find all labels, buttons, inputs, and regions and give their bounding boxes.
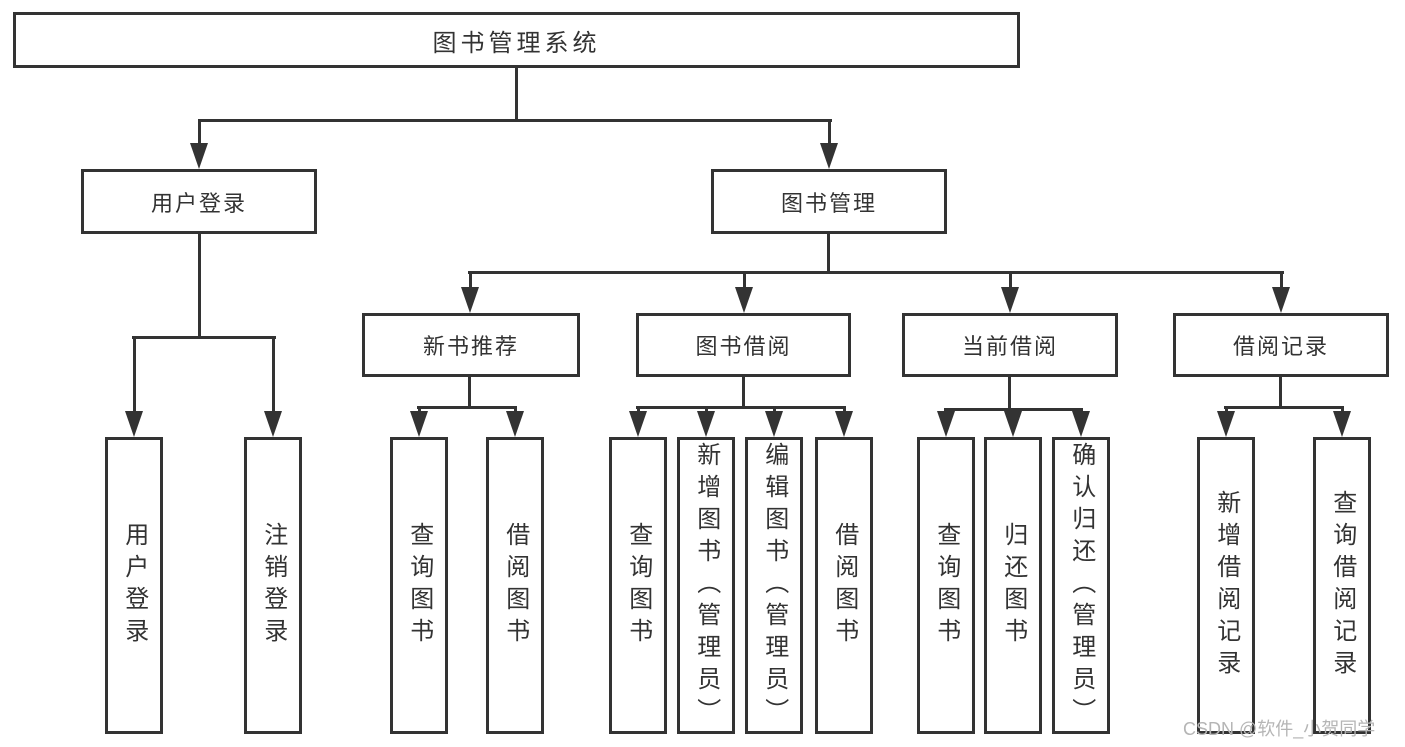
connector-book-management-hline: [468, 271, 1284, 274]
leaf-user-login: 用户登录: [105, 437, 163, 734]
down-arrow-icon: [1272, 287, 1290, 313]
connector-stem: [271, 339, 275, 413]
connector-root-hline: [198, 119, 832, 122]
node-root: 图书管理系统: [13, 12, 1020, 68]
leaf-query-book-current: 查询图书: [917, 437, 975, 734]
down-arrow-to-book-management: [820, 122, 838, 169]
down-arrow-to-leaf-logout: [264, 339, 282, 437]
down-arrow-icon: [1072, 411, 1090, 437]
connector-book-management-stem: [827, 234, 830, 271]
down-arrow-icon: [735, 287, 753, 313]
leaf-borrow-book-recommend: 借阅图书: [486, 437, 544, 734]
down-arrow-icon: [765, 411, 783, 437]
node-new-book-recommend: 新书推荐: [362, 313, 580, 377]
down-arrow-to-query-borrow-record: [1333, 409, 1351, 437]
leaf-label: 归还图书: [999, 521, 1027, 650]
leaf-label: 借阅图书: [830, 521, 858, 650]
leaf-return-book: 归还图书: [984, 437, 1042, 734]
down-arrow-icon: [125, 411, 143, 437]
down-arrow-to-borrowing-records: [1272, 274, 1290, 313]
leaf-edit-book-admin: 编辑图书（管理员）: [745, 437, 803, 734]
down-arrow-icon: [937, 411, 955, 437]
down-arrow-icon: [820, 143, 838, 169]
connector-stem: [197, 122, 201, 145]
connector-stem: [742, 274, 746, 289]
connector-user-login-stem: [198, 234, 201, 336]
leaf-logout: 注销登录: [244, 437, 302, 734]
leaf-borrow-book-borrowing: 借阅图书: [815, 437, 873, 734]
down-arrow-icon: [629, 411, 647, 437]
connector-book-borrowing-hline: [636, 406, 846, 409]
leaf-label: 查询图书: [624, 521, 652, 650]
connector-stem: [1279, 274, 1283, 289]
down-arrow-to-borrow-book-1: [506, 409, 524, 437]
connector-user-login-hline: [132, 336, 276, 339]
leaf-label: 新增图书（管理员）: [692, 441, 720, 730]
down-arrow-to-confirm-return: [1072, 411, 1090, 437]
leaf-label: 借阅图书: [501, 521, 529, 650]
connector-root-stem: [515, 68, 518, 119]
down-arrow-icon: [697, 411, 715, 437]
leaf-label: 查询借阅记录: [1328, 489, 1356, 682]
leaf-query-book-borrowing: 查询图书: [609, 437, 667, 734]
connector-new-book-hline: [417, 406, 517, 409]
down-arrow-to-current-borrowing: [1001, 274, 1019, 313]
node-user-login: 用户登录: [81, 169, 317, 234]
connector-book-borrowing-stem: [742, 377, 745, 406]
leaf-label: 查询图书: [405, 521, 433, 650]
leaf-confirm-return-admin: 确认归还（管理员）: [1052, 437, 1110, 734]
connector-stem: [827, 122, 831, 145]
leaf-label: 确认归还（管理员）: [1067, 441, 1095, 730]
leaf-add-book-admin: 新增图书（管理员）: [677, 437, 735, 734]
down-arrow-to-edit-book: [765, 409, 783, 437]
leaf-query-book-recommend: 查询图书: [390, 437, 448, 734]
watermark-text: CSDN @软件_小贺同学: [1183, 719, 1376, 739]
node-book-management: 图书管理: [711, 169, 947, 234]
down-arrow-icon: [835, 411, 853, 437]
down-arrow-icon: [461, 287, 479, 313]
node-book-borrowing: 图书借阅: [636, 313, 851, 377]
down-arrow-to-query-book-1: [410, 409, 428, 437]
down-arrow-to-query-book-2: [629, 409, 647, 437]
connector-current-borrowing-stem: [1008, 377, 1011, 408]
down-arrow-to-add-borrow-record: [1217, 409, 1235, 437]
connector-stem: [1008, 274, 1012, 289]
down-arrow-to-new-book-recommend: [461, 274, 479, 313]
down-arrow-to-book-borrowing: [735, 274, 753, 313]
leaf-label: 查询图书: [932, 521, 960, 650]
connector-new-book-stem: [468, 377, 471, 406]
down-arrow-icon: [1217, 411, 1235, 437]
down-arrow-to-add-book: [697, 409, 715, 437]
leaf-label: 编辑图书（管理员）: [760, 441, 788, 730]
connector-stem: [132, 339, 136, 413]
down-arrow-to-return-book: [1004, 411, 1022, 437]
node-current-borrowing: 当前借阅: [902, 313, 1118, 377]
down-arrow-icon: [264, 411, 282, 437]
down-arrow-icon: [506, 411, 524, 437]
connector-borrowing-records-stem: [1279, 377, 1282, 406]
leaf-label: 注销登录: [259, 521, 287, 650]
connector-borrowing-records-hline: [1224, 406, 1344, 409]
leaf-label: 新增借阅记录: [1212, 489, 1240, 682]
down-arrow-to-query-book-3: [937, 411, 955, 437]
leaf-query-borrow-record: 查询借阅记录: [1313, 437, 1371, 734]
leaf-add-borrow-record: 新增借阅记录: [1197, 437, 1255, 734]
leaf-label: 用户登录: [120, 521, 148, 650]
down-arrow-to-borrow-book-2: [835, 409, 853, 437]
down-arrow-icon: [1004, 411, 1022, 437]
down-arrow-icon: [190, 143, 208, 169]
down-arrow-icon: [410, 411, 428, 437]
connector-stem: [468, 274, 472, 289]
down-arrow-to-user-login: [190, 122, 208, 169]
node-borrowing-records: 借阅记录: [1173, 313, 1389, 377]
connector-current-borrowing-hline: [944, 408, 1083, 411]
down-arrow-icon: [1001, 287, 1019, 313]
down-arrow-to-leaf-user-login: [125, 339, 143, 437]
down-arrow-icon: [1333, 411, 1351, 437]
